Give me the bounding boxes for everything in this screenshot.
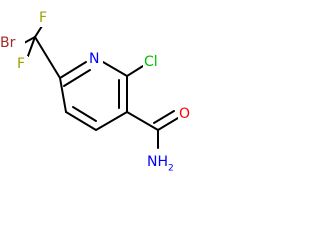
label-bg-o	[178, 105, 193, 124]
bond-c4-c5-double-visible	[72, 106, 97, 122]
label-bg-br	[0, 35, 25, 53]
bond-cf2-to-f-lower-visible	[27, 36, 36, 57]
label-bg-f-upper	[37, 10, 50, 27]
bond-c6-n1-double-visible	[63, 69, 91, 87]
bond-c4-c5-visible	[65, 111, 97, 131]
atom-labels: Br F F N Cl O NH 2	[0, 10, 193, 174]
label-bg-cl	[143, 54, 166, 72]
bond-cf2-to-f-upper-visible	[34, 25, 43, 38]
atom-amide-hydrogen-count: 2	[168, 164, 174, 174]
atom-fluorine-lower: F	[17, 56, 25, 72]
atom-bromine: Br	[0, 35, 16, 51]
label-bg-nh2	[147, 149, 175, 174]
bond-carbonyl-to-o-visible	[157, 117, 179, 131]
bond-c2-to-cl-visible	[126, 65, 144, 77]
atom-amide-nitrogen: NH	[147, 154, 168, 170]
atom-carbonyl-oxygen: O	[179, 106, 190, 122]
bond-c3-to-carbonyl-visible	[126, 111, 159, 131]
bond-carbonyl-to-o-double-visible	[153, 110, 175, 124]
bond-cf2-to-ring-visible	[34, 36, 61, 79]
atom-ring-nitrogen: N	[89, 51, 99, 67]
chemical-structure: Br F F N Cl O NH 2	[0, 10, 193, 174]
atom-chlorine: Cl	[144, 54, 158, 70]
bond-c6-n1-visible	[59, 61, 87, 79]
bond-cf2-to-br-visible	[23, 36, 36, 44]
visible-bond-lines	[23, 25, 179, 149]
atom-fluorine-upper: F	[39, 10, 47, 26]
bond-n1-c2-visible	[102, 61, 128, 77]
label-bg-ring-n	[87, 51, 103, 69]
bond-c5-c6-visible	[59, 77, 67, 113]
bond-c3-c4-visible	[95, 111, 128, 131]
label-bg-f-lower	[15, 56, 28, 73]
